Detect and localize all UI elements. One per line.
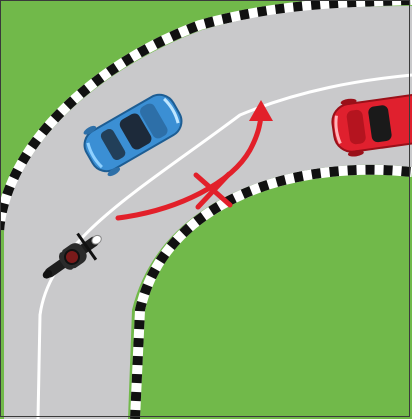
road-scene — [0, 0, 412, 419]
